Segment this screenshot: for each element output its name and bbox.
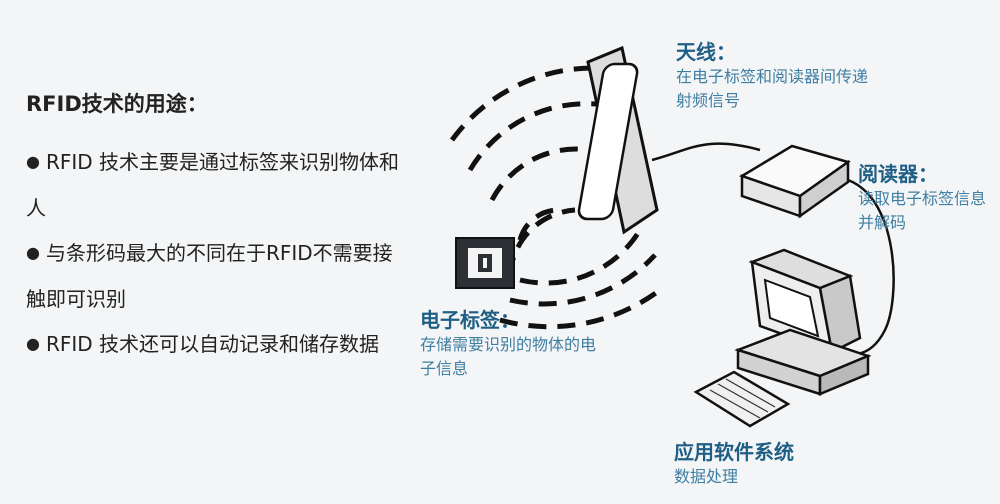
reader-title: 阅读器： (858, 162, 938, 186)
rfid-use-item-1-text: RFID 技术主要是通过标签来识别物体和人 (26, 150, 400, 220)
tag-label: 电子标签： 存储需要识别的物体的电子信息 (420, 304, 610, 381)
rfid-use-item-3: ● RFID 技术还可以自动记录和储存数据 (26, 322, 406, 368)
antenna-title: 天线： (676, 40, 736, 64)
antenna-desc: 在电子标签和阅读器间传递射频信号 (676, 67, 869, 110)
bullet-icon: ● (26, 152, 40, 171)
rfid-uses-heading: RFID技术的用途： (26, 92, 208, 116)
rfid-use-item-1: ●RFID 技术主要是通过标签来识别物体和人 (26, 140, 406, 231)
computer-icon (693, 248, 872, 428)
reader-label: 阅读器： 读取电子标签信息并解码 (858, 158, 988, 235)
rfid-tag-icon (455, 237, 515, 289)
tag-desc: 存储需要识别的物体的电子信息 (420, 335, 597, 378)
tag-title: 电子标签： (420, 308, 520, 332)
radio-waves (449, 65, 662, 330)
rfid-use-item-2: ●与条形码最大的不同在于RFID不需要接触即可识别 (26, 231, 406, 322)
bullet-icon: ● (26, 243, 40, 262)
software-desc: 数据处理 (674, 467, 739, 486)
reader-desc: 读取电子标签信息并解码 (858, 189, 987, 232)
antenna-label: 天线： 在电子标签和阅读器间传递射频信号 (676, 36, 876, 113)
rfid-use-item-2-text: 与条形码最大的不同在于RFID不需要接触即可识别 (26, 241, 393, 311)
software-label: 应用软件系统 数据处理 (674, 436, 874, 489)
software-title: 应用软件系统 (674, 440, 794, 464)
rfid-uses-panel: RFID技术的用途： ●RFID 技术主要是通过标签来识别物体和人 ●与条形码最… (26, 88, 406, 368)
rfid-use-item-3-text: RFID 技术还可以自动记录和储存数据 (45, 332, 380, 356)
antenna-reader-cable (651, 142, 761, 162)
antenna-icon (577, 45, 659, 235)
reader-icon (739, 144, 851, 219)
bullet-icon: ● (26, 334, 40, 353)
